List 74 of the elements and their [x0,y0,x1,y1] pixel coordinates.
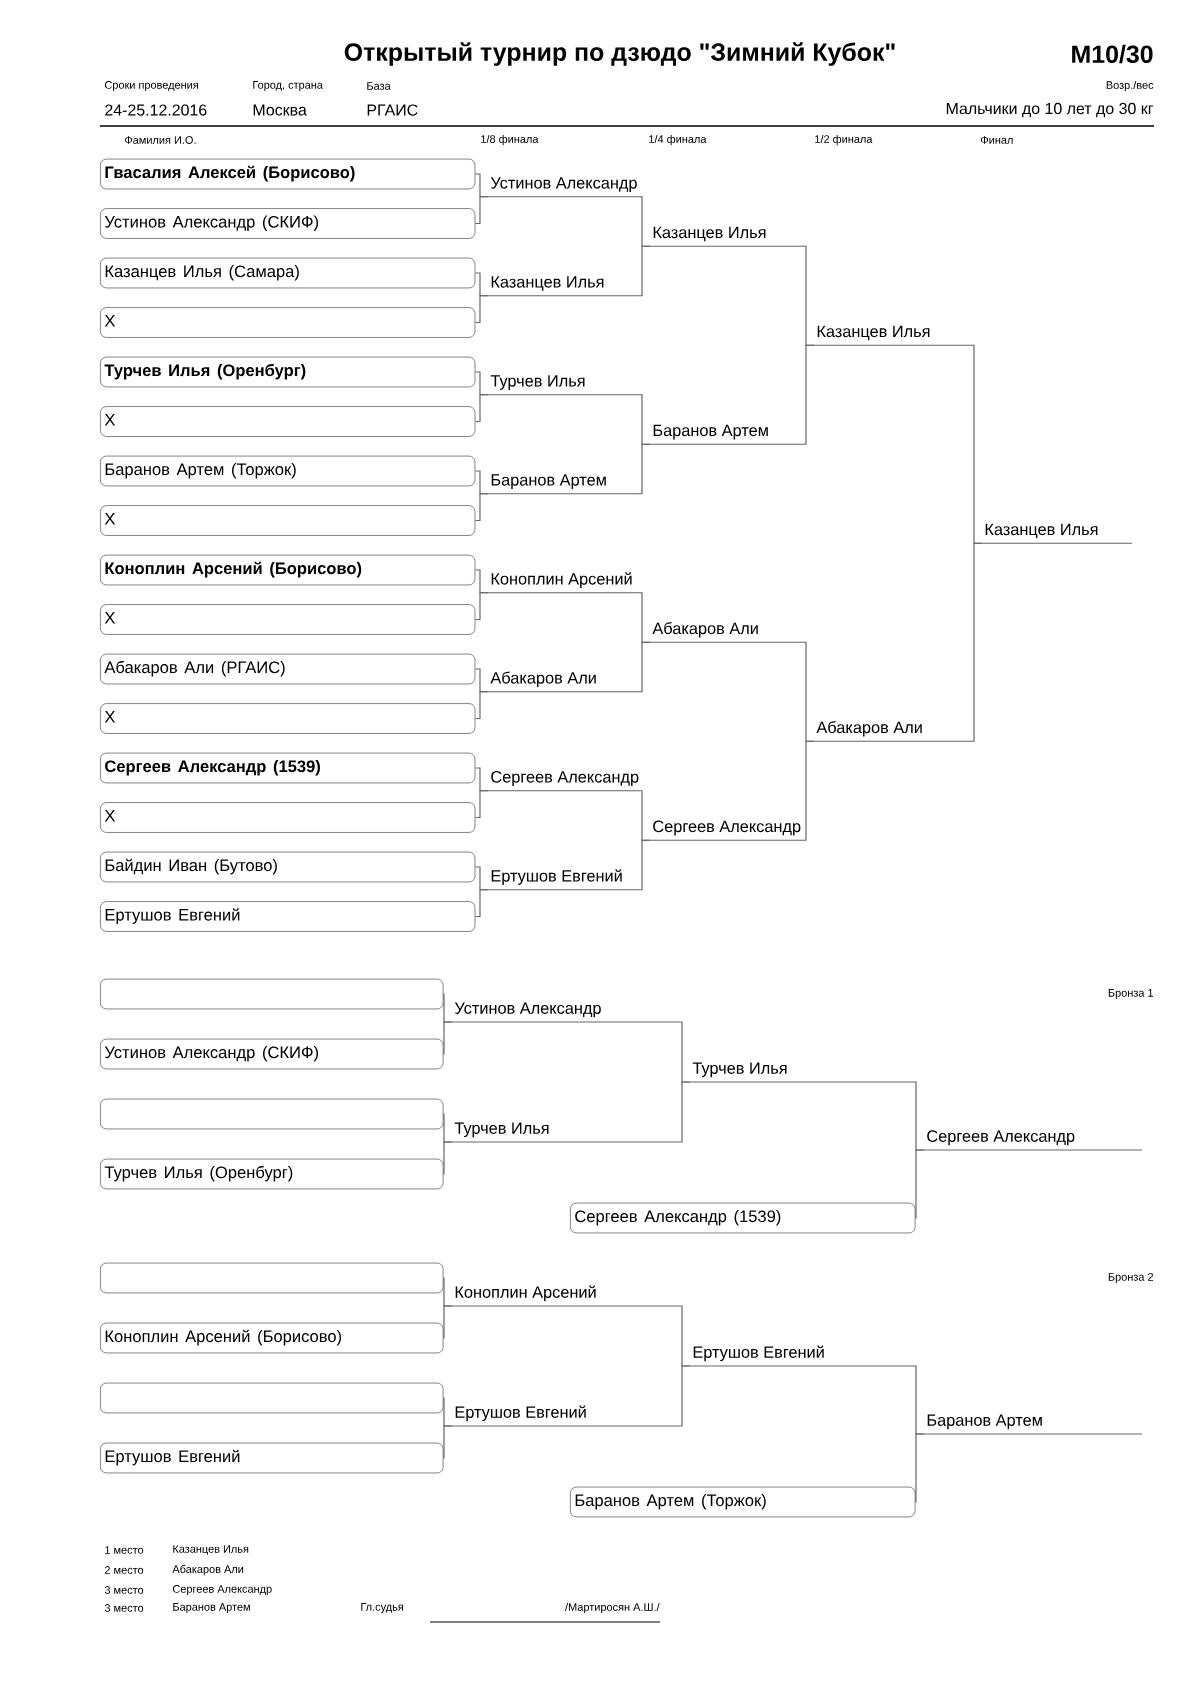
bracket-line [474,592,489,621]
bracket-line [633,839,651,891]
winner-line: Казанцев Илья [487,276,635,297]
participant-box: Баранов Артем (Торжок) [570,1486,916,1518]
participant-box: Байдин Иван (Бутово) [100,851,476,883]
participant-box: Турчев Илья (Оренбург) [100,1158,444,1190]
category-code: M10/30 [1072,44,1153,64]
bracket-line [474,889,489,918]
winner-line: Коноплин Арсений [451,1285,675,1307]
participant-box: X [100,406,476,437]
bracket-line [797,740,815,841]
bracket-line [633,641,651,693]
participant-box [100,1382,444,1414]
bracket-line [442,1305,453,1339]
participant-box: X [100,604,476,635]
winner-line: Сергеев Александр [923,1130,1143,1151]
winner-line: Казанцев Илья [813,325,967,346]
participant-box: Устинов Александр (СКИФ) [100,208,476,239]
winner-line: Коноплин Арсений [487,572,635,594]
participant-box [100,978,444,1010]
participant-box: X [100,307,476,338]
participant-box: Баранов Артем (Торжок) [100,455,476,487]
participant-box: Ертушов Евгений [100,901,476,932]
bracket-line [673,1081,691,1143]
participant-box: Абакаров Али (РГАИС) [100,653,476,685]
bracket-line [474,295,489,324]
bracket-line [442,1021,453,1055]
bracket-line [633,245,651,297]
winner-line: Баранов Артем [487,474,635,495]
participant-box: Сергеев Александр (1539) [570,1202,916,1234]
bracket-line [474,691,489,720]
winner-line: Ертушов Евгений [451,1405,675,1427]
bracket-line [474,394,489,423]
bracket-line [797,344,815,445]
winner-line: Устинов Александр [451,1002,675,1023]
bracket-line [965,542,983,742]
participant-box: Коноплин Арсений (Борисово) [100,554,476,586]
participant-box: Турчев Илья (Оренбург) [100,356,476,388]
participant-box: Казанцев Илья (Самара) [100,257,476,289]
bracket-line [474,790,489,819]
bracket-line [474,196,489,225]
bracket-line [442,1141,453,1175]
participant-box [100,1098,444,1130]
winner-line: Баранов Артем [923,1414,1143,1435]
participant-box: Ертушов Евгений [100,1442,444,1474]
winner-line: Турчев Илья [451,1122,675,1143]
bracket-line [914,1433,925,1503]
winner-line: Ертушов Евгений [689,1345,909,1367]
bracket-line [442,1425,453,1459]
winner-line: Сергеев Александр [649,820,801,841]
winner-line: Сергеев Александр [487,771,639,792]
bracket-line [633,443,651,495]
bracket-line [474,493,489,522]
participant-box [100,1262,444,1294]
bracket-line [673,1365,691,1427]
winner-line: Казанцев Илья [981,523,1133,544]
title: Открытый турнир по дзюдо "Зимний Кубок" [344,42,895,66]
participant-box: X [100,505,476,536]
bracket-line [914,1149,925,1219]
winner-line: Казанцев Илья [649,226,799,247]
winner-line: Ертушов Евгений [487,869,635,891]
winner-line: Абакаров Али [813,721,967,742]
winner-line: Турчев Илья [689,1062,909,1083]
participant-box: X [100,802,476,833]
winner-line: Баранов Артем [649,424,799,445]
winner-line: Устинов Александр [487,177,637,198]
participant-box: Устинов Александр (СКИФ) [100,1038,444,1070]
participant-box: Коноплин Арсений (Борисово) [100,1322,444,1354]
participant-box: Гвасалия Алексей (Борисово) [100,158,476,190]
winner-line: Абакаров Али [487,671,635,693]
participant-box: X [100,703,476,734]
participant-box: Сергеев Александр (1539) [100,752,476,784]
winner-line: Турчев Илья [487,375,635,396]
winner-line: Абакаров Али [649,622,799,643]
